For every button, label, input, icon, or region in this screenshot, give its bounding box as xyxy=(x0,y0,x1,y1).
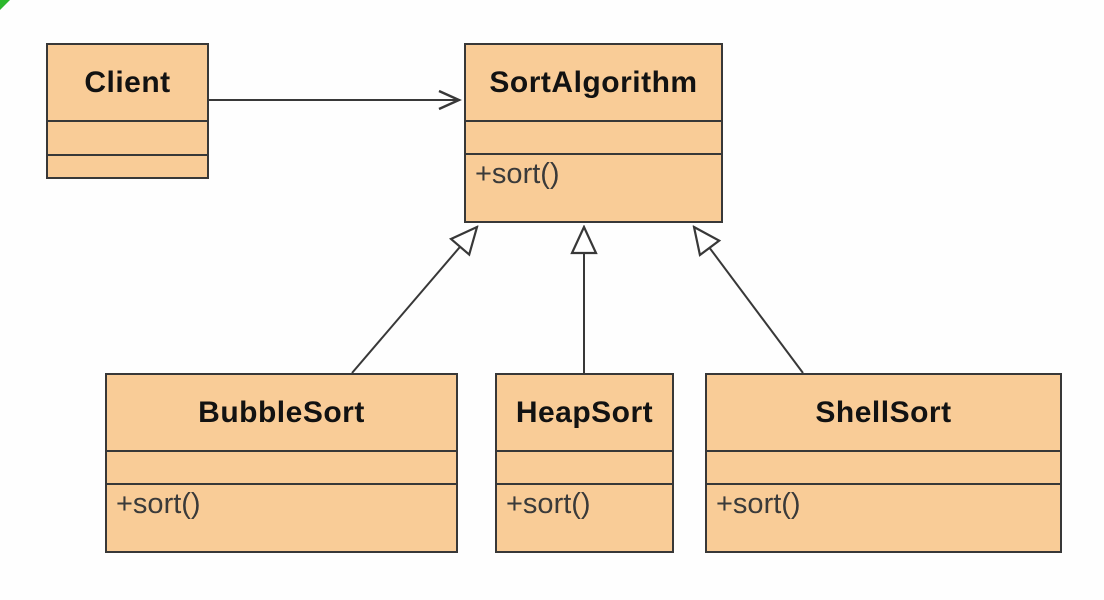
class-name-client: Client xyxy=(84,65,171,99)
generalization-line-shellsort-to-sortalgorithm xyxy=(694,227,804,374)
methods-compartment-heapsort: +sort() xyxy=(497,483,672,551)
attributes-compartment-sortalgorithm xyxy=(466,120,721,153)
attributes-compartment-heapsort xyxy=(497,450,672,483)
corner-artifact-mark xyxy=(0,0,10,10)
class-name-shellsort: ShellSort xyxy=(815,395,952,429)
class-name-sortalgorithm: SortAlgorithm xyxy=(489,65,698,99)
methods-compartment-client xyxy=(48,154,207,177)
class-name-bubblesort: BubbleSort xyxy=(198,395,365,429)
attributes-compartment-bubblesort xyxy=(107,450,456,483)
attributes-compartment-shellsort xyxy=(707,450,1060,483)
class-box-heapsort: HeapSort +sort() xyxy=(495,373,674,553)
class-box-sortalgorithm: SortAlgorithm +sort() xyxy=(464,43,723,223)
class-name-heapsort: HeapSort xyxy=(515,395,654,429)
methods-compartment-shellsort: +sort() xyxy=(707,483,1060,551)
class-box-shellsort: ShellSort +sort() xyxy=(705,373,1062,553)
methods-compartment-bubblesort: +sort() xyxy=(107,483,456,551)
attributes-compartment-client xyxy=(48,120,207,154)
generalization-line-bubblesort-to-sortalgorithm xyxy=(351,227,477,374)
class-box-bubblesort: BubbleSort +sort() xyxy=(105,373,458,553)
methods-compartment-sortalgorithm: +sort() xyxy=(466,153,721,221)
class-box-client: Client xyxy=(46,43,209,179)
